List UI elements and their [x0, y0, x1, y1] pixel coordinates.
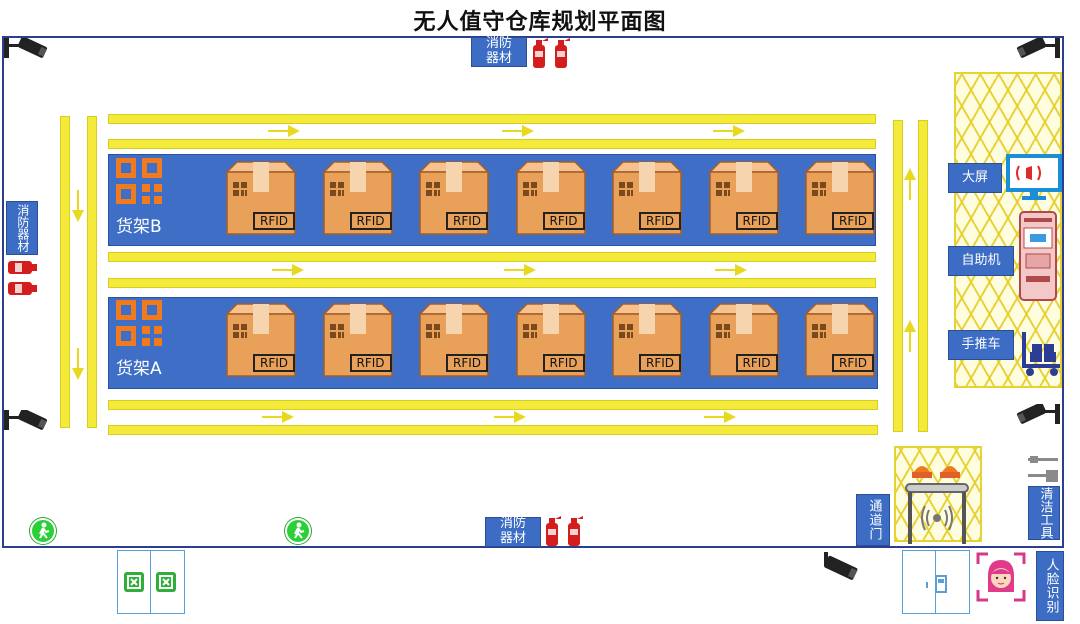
lane-line	[893, 120, 903, 432]
box-icon: RFID	[802, 160, 878, 236]
gate-icon	[905, 466, 969, 544]
emergency-exit-icon	[30, 518, 56, 544]
shelf-b-boxes: RFID RFID RFID RFID RFID RFID RFID	[223, 160, 878, 236]
box-icon: RFID	[416, 302, 492, 378]
door-lock-icon	[926, 575, 947, 593]
rfid-tag: RFID	[446, 354, 488, 372]
rfid-tag: RFID	[735, 212, 778, 230]
fire-equipment-label-left: 消防器材	[6, 201, 38, 255]
rfid-tag: RFID	[349, 354, 392, 372]
lane-line	[918, 120, 928, 432]
emergency-exit-icon	[285, 518, 311, 544]
cleaning-tools-label: 清洁工具	[1028, 486, 1060, 540]
passage-door-label: 通道门	[856, 494, 890, 546]
entry-door[interactable]	[902, 550, 970, 614]
cart-label: 手推车	[948, 330, 1014, 360]
box-icon: RFID	[223, 302, 299, 378]
shelf-a-label: 货架A	[116, 359, 162, 379]
box-icon: RFID	[706, 160, 782, 236]
fire-extinguisher-icon	[533, 38, 570, 68]
fire-extinguisher-icon	[8, 261, 37, 295]
lane-line	[60, 116, 70, 428]
rfid-tag: RFID	[542, 212, 585, 230]
box-icon: RFID	[513, 160, 589, 236]
cctv-camera-icon	[1017, 38, 1060, 58]
cart-icon	[1022, 332, 1060, 376]
screen-alarm-icon	[1006, 154, 1062, 200]
rfid-tag: RFID	[639, 354, 681, 372]
warehouse-wall	[2, 36, 1064, 548]
box-icon: RFID	[416, 160, 492, 236]
rfid-tag: RFID	[253, 212, 295, 230]
exit-door-divider	[150, 550, 151, 614]
cctv-camera-icon	[1017, 404, 1060, 424]
cleaning-tools-icon	[1028, 456, 1058, 482]
rfid-tag: RFID	[542, 354, 585, 372]
rfid-tag: RFID	[446, 212, 488, 230]
box-icon: RFID	[320, 160, 396, 236]
kiosk-icon	[1019, 211, 1057, 301]
rfid-tag: RFID	[735, 354, 778, 372]
lane-line	[87, 116, 97, 428]
lane-line	[108, 400, 878, 410]
lane-line	[108, 139, 876, 149]
box-icon: RFID	[223, 160, 299, 236]
face-recognition-label: 人脸识别	[1036, 551, 1064, 621]
box-icon: RFID	[706, 302, 782, 378]
qr-code-icon	[116, 300, 162, 346]
lane-line	[108, 278, 876, 288]
exit-sign-icon	[124, 572, 176, 592]
fire-extinguisher-icon	[546, 516, 583, 546]
rfid-tag: RFID	[832, 212, 874, 230]
lane-line	[108, 114, 876, 124]
cctv-camera-icon	[4, 410, 47, 430]
cctv-camera-icon	[4, 38, 47, 58]
big-screen-label: 大屏	[948, 163, 1002, 193]
exit-door[interactable]	[117, 550, 185, 614]
rfid-tag: RFID	[832, 354, 874, 372]
box-icon: RFID	[609, 160, 685, 236]
rfid-tag: RFID	[349, 212, 392, 230]
lane-line	[108, 252, 876, 262]
kiosk-label: 自助机	[948, 246, 1014, 276]
rfid-tag: RFID	[639, 212, 681, 230]
face-recognition-icon	[976, 552, 1026, 602]
box-icon: RFID	[609, 302, 685, 378]
qr-code-icon	[116, 158, 162, 204]
shelf-b-label: 货架B	[116, 217, 162, 237]
lane-line	[108, 425, 878, 435]
rfid-tag: RFID	[253, 354, 295, 372]
box-icon: RFID	[802, 302, 878, 378]
fire-equipment-label-top: 消防 器材	[471, 36, 527, 67]
box-icon: RFID	[513, 302, 589, 378]
fire-equipment-label-bottom: 消防 器材	[485, 516, 541, 547]
box-icon: RFID	[320, 302, 396, 378]
cctv-camera-icon	[824, 552, 858, 580]
shelf-a-boxes: RFID RFID RFID RFID RFID RFID RFID	[223, 302, 878, 378]
alarm-light-icon	[912, 466, 960, 478]
page-title: 无人值守仓库规划平面图	[413, 10, 667, 35]
